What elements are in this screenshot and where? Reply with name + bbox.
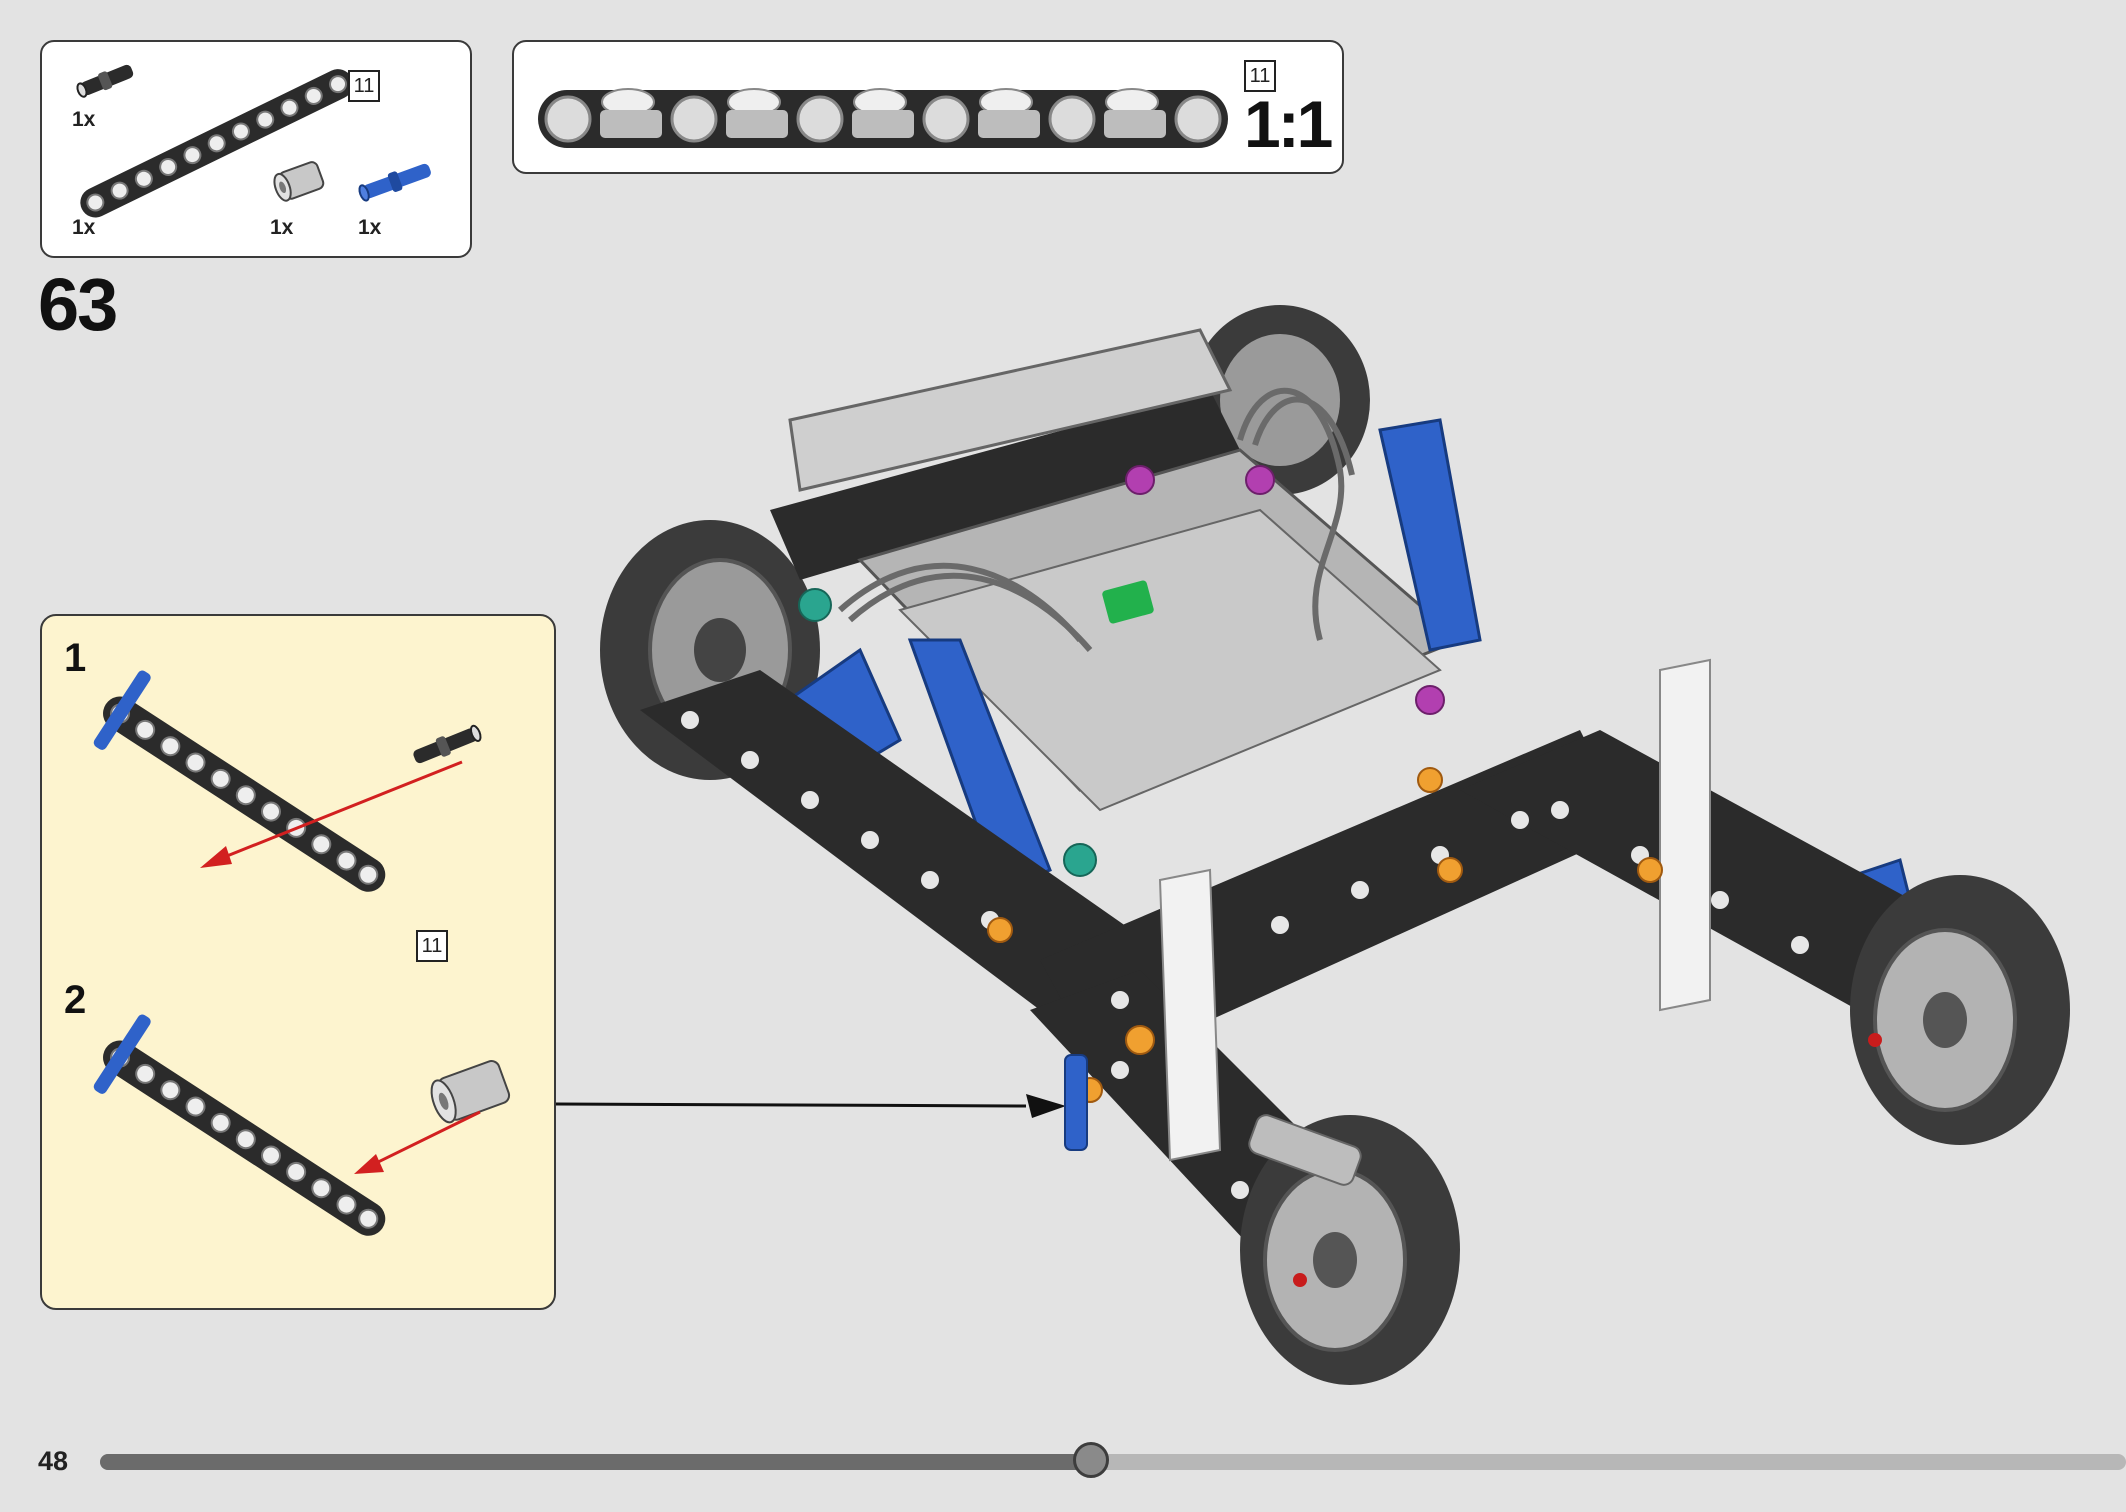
friction-pin-icon [76, 64, 134, 98]
axle-pin-icon [358, 163, 431, 202]
progress-fill [100, 1454, 1091, 1470]
main-assembly-illustration [600, 305, 2070, 1385]
sub-step-1-pin [413, 724, 482, 764]
bush-icon [273, 161, 325, 202]
bush-qty: 1x [270, 216, 294, 239]
progress-bar [100, 1442, 2126, 1478]
sub-step-1-beam [93, 670, 386, 892]
page-number: 48 [38, 1446, 69, 1476]
scale-length-badge: 11 [1244, 60, 1276, 92]
pin-qty: 1x [72, 108, 96, 131]
sub-step-2-beam [93, 1014, 386, 1236]
callout-arrow [555, 1094, 1066, 1118]
sub-step-1-number: 1 [64, 636, 87, 680]
beam-11-icon [80, 69, 354, 218]
wheel-front-left [1240, 1115, 1460, 1385]
sub-step-panel: 1 11 2 [40, 614, 556, 1310]
beam-qty: 1x [72, 216, 96, 239]
step-number: 63 [38, 263, 118, 346]
scale-callout-box: 11 [512, 40, 1344, 174]
scale-label: 1:1 [1244, 87, 1333, 161]
progress-knob[interactable] [1072, 1442, 1109, 1478]
sub-step-2-arrow [354, 1110, 481, 1174]
beam-length-badge: 11 [348, 70, 380, 102]
axle-pin-qty: 1x [358, 216, 382, 239]
sub-step-2-bush [430, 1060, 511, 1124]
wheel-front-right [1850, 875, 2070, 1145]
parts-list-box: 1x 11 1x 1x 1x [40, 40, 472, 258]
sub-step-1-arrow [200, 760, 463, 868]
sub-step-1-length-badge: 11 [416, 930, 448, 962]
sub-step-2-number: 2 [64, 978, 87, 1022]
beam-11-fullsize [538, 88, 1228, 148]
